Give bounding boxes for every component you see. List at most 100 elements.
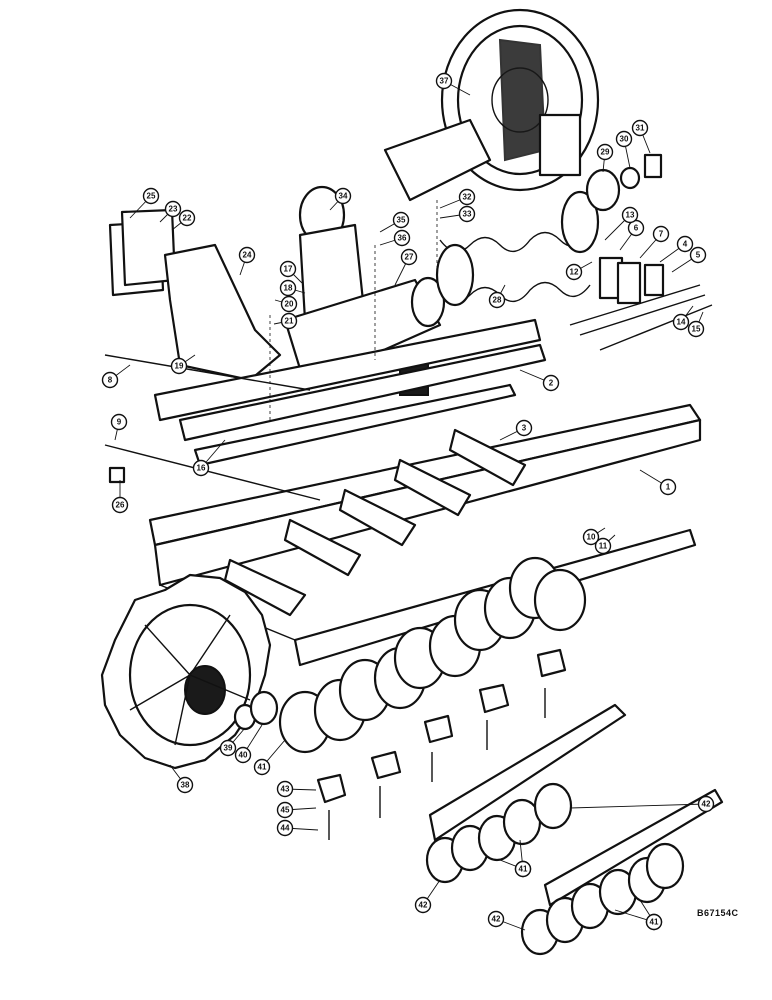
- mounting-plates: [108, 208, 282, 382]
- sprocket-seals: [233, 690, 279, 731]
- callout-circle: [238, 246, 256, 264]
- callout-circle: [280, 295, 298, 313]
- callout-number: 8: [108, 376, 113, 385]
- callout-number: 41: [650, 918, 659, 927]
- callout-circle: [400, 248, 418, 266]
- callout-24: 24: [238, 246, 256, 264]
- callout-45: 45: [276, 801, 294, 819]
- callout-circle: [253, 758, 271, 776]
- callout-number: 28: [493, 296, 502, 305]
- callout-16: 16: [192, 459, 210, 477]
- callout-circle: [672, 313, 690, 331]
- callout-35: 35: [392, 211, 410, 229]
- callout-27: 27: [400, 248, 418, 266]
- callout-number: 10: [587, 533, 596, 542]
- callout-40: 40: [234, 746, 252, 764]
- callout-42: 42: [414, 896, 432, 914]
- callout-number: 13: [626, 211, 635, 220]
- callout-43: 43: [276, 780, 294, 798]
- callout-2: 2: [542, 374, 560, 392]
- callout-10: 10: [582, 528, 600, 546]
- callout-number: 26: [116, 501, 125, 510]
- callout-number: 4: [683, 240, 688, 249]
- callout-22: 22: [178, 209, 196, 227]
- callout-number: 9: [117, 418, 122, 427]
- callout-circle: [542, 374, 560, 392]
- long-bolts: [104, 354, 321, 501]
- callout-23: 23: [164, 200, 182, 218]
- callout-number: 31: [636, 124, 645, 133]
- callout-circle: [234, 746, 252, 764]
- callout-14: 14: [672, 313, 690, 331]
- callout-circle: [101, 371, 119, 389]
- callout-number: 44: [281, 824, 290, 833]
- drawing-number: B67154C: [697, 908, 739, 918]
- callout-number: 30: [620, 135, 629, 144]
- callout-circle: [596, 143, 614, 161]
- callout-number: 20: [285, 300, 294, 309]
- callout-number: 2: [549, 379, 554, 388]
- callout-circle: [652, 225, 670, 243]
- callout-circle: [631, 119, 649, 137]
- callout-circle: [659, 478, 677, 496]
- callout-number: 29: [601, 148, 610, 157]
- callout-18: 18: [279, 279, 297, 297]
- callout-4: 4: [676, 235, 694, 253]
- callout-15: 15: [687, 320, 705, 338]
- callout-11: 11: [594, 537, 612, 555]
- track-rollers-lower: [278, 556, 587, 754]
- callout-circle: [111, 496, 129, 514]
- alternate-roller-assembly-upper: [425, 703, 627, 884]
- callout-number: 14: [677, 318, 686, 327]
- callout-29: 29: [596, 143, 614, 161]
- callout-5: 5: [689, 246, 707, 264]
- callout-circle: [621, 206, 639, 224]
- shim-plates: [569, 256, 713, 351]
- callout-circle: [280, 312, 298, 330]
- callout-circle: [178, 209, 196, 227]
- callout-circle: [393, 229, 411, 247]
- callout-number: 43: [281, 785, 290, 794]
- callout-30: 30: [615, 130, 633, 148]
- callout-number: 23: [169, 205, 178, 214]
- callout-circle: [514, 860, 532, 878]
- callout-25: 25: [142, 187, 160, 205]
- alternate-roller-assembly-lower: [520, 788, 724, 956]
- callout-number: 6: [634, 224, 639, 233]
- front-idler-wheel: [383, 8, 600, 202]
- callout-number: 41: [519, 865, 528, 874]
- callout-37: 37: [435, 72, 453, 90]
- callout-number: 18: [284, 284, 293, 293]
- callout-number: 32: [463, 193, 472, 202]
- callout-number: 35: [397, 216, 406, 225]
- callout-number: 40: [239, 751, 248, 760]
- callout-number: 16: [197, 464, 206, 473]
- callout-number: 45: [281, 806, 290, 815]
- callout-circle: [565, 263, 583, 281]
- callout-39: 39: [219, 739, 237, 757]
- callout-31: 31: [631, 119, 649, 137]
- callout-circle: [487, 910, 505, 928]
- callout-28: 28: [488, 291, 506, 309]
- callout-circle: [276, 801, 294, 819]
- callout-9: 9: [110, 413, 128, 431]
- callout-number: 11: [599, 542, 608, 551]
- callout-circle: [142, 187, 160, 205]
- callout-number: 39: [224, 744, 233, 753]
- callout-number: 3: [522, 424, 527, 433]
- callout-1: 1: [659, 478, 677, 496]
- callout-17: 17: [279, 260, 297, 278]
- callout-circle: [334, 187, 352, 205]
- callout-42: 42: [487, 910, 505, 928]
- adjuster-caps: [585, 153, 663, 212]
- callout-19: 19: [170, 357, 188, 375]
- callout-38: 38: [176, 776, 194, 794]
- callout-circle: [414, 896, 432, 914]
- callout-26: 26: [111, 496, 129, 514]
- callout-circle: [392, 211, 410, 229]
- callout-number: 27: [405, 253, 414, 262]
- callout-number: 24: [243, 251, 252, 260]
- callout-41: 41: [514, 860, 532, 878]
- callout-circle: [515, 419, 533, 437]
